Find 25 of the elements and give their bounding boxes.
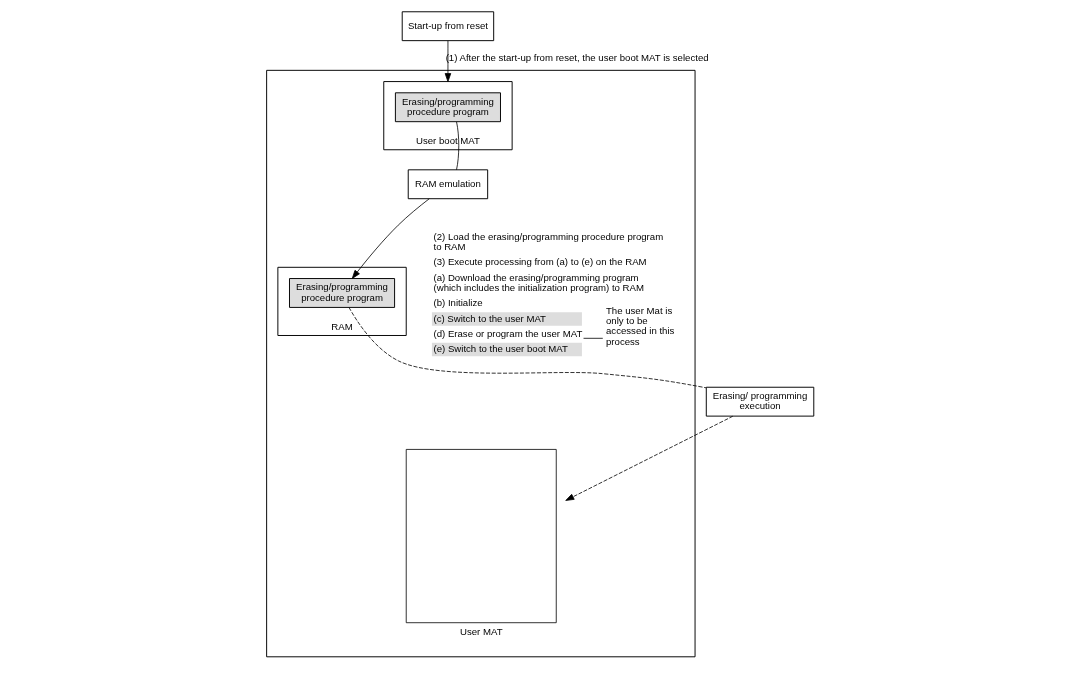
label: (a) Download the erasing/programming program (which includes the initialization program) to RAM [433, 271, 644, 294]
connector [348, 307, 707, 389]
node-box: Erasing/ programming execution [705, 386, 815, 417]
node-box [405, 449, 557, 624]
label: (d) Erase or program the user MAT [433, 327, 583, 339]
arrow [565, 415, 734, 501]
cluster [266, 69, 696, 658]
label: The user Mat is only to be accessed in this process [606, 304, 675, 347]
node-box: Erasing/programming procedure program [394, 92, 501, 123]
node-label: User MAT [459, 626, 503, 638]
label: (c) Switch to the user MAT [433, 312, 546, 324]
arrow [444, 40, 452, 82]
arrow [351, 198, 430, 279]
label: (e) Switch to the user boot MAT [433, 343, 568, 355]
node-box: Start-up from reset [401, 11, 495, 42]
label: (b) Initialize [433, 297, 483, 309]
node-box: Erasing/programming procedure program [289, 278, 396, 308]
edge-label: (1) After the start-up from reset, the user boot MAT is selected [445, 52, 709, 64]
label: (3) Execute processing from (a) to (e) on the RAM [433, 256, 647, 268]
node-box: RAM emulation [407, 169, 489, 200]
label: (2) Load the erasing/programming procedure program to RAM [433, 230, 664, 253]
node-label: RAM [331, 320, 353, 332]
cluster [383, 81, 513, 151]
connector [456, 121, 460, 171]
node-label: User boot MAT [415, 134, 480, 146]
